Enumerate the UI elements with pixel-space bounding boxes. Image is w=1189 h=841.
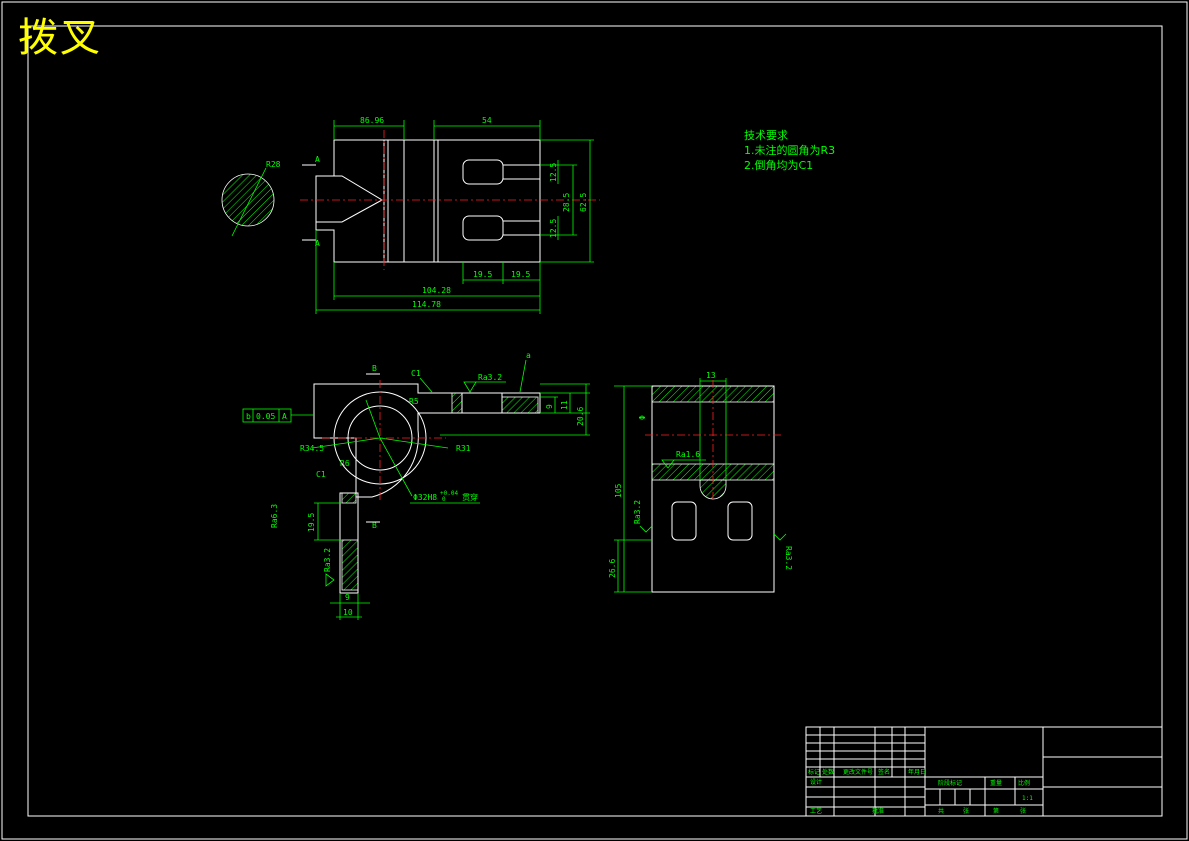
tb-design: 设计 (810, 778, 822, 786)
side-d13: 13 (706, 371, 716, 380)
drawing-frame (27, 25, 1163, 817)
front-r34-5: R34.5 (300, 444, 324, 453)
front-ra6-3: Ra6.3 (270, 504, 279, 528)
side-phi: Φ (638, 415, 647, 420)
side-ra3-2: Ra3.2 (633, 500, 642, 524)
front-bore: Φ32H8 (413, 493, 437, 502)
tb-sign: 签名 (878, 768, 890, 776)
side-ra1-6: Ra1.6 (676, 450, 700, 459)
tb-count: 处数 (822, 768, 834, 776)
front-b2: B (372, 521, 377, 530)
front-d20-6: 20.6 (576, 407, 585, 426)
front-tol2: 0 (442, 496, 446, 503)
front-r6: R6 (340, 459, 350, 468)
dim-54: 54 (482, 116, 492, 125)
tb-scale-val: 1:1 (1022, 795, 1033, 802)
front-tol: +0.04 (440, 490, 458, 497)
tol-symbol: b (246, 412, 251, 421)
tb-weight: 重量 (990, 779, 1002, 787)
tb-stage: 阶段标记 (938, 779, 962, 787)
front-tag-a: a (526, 351, 531, 360)
tb-mark: 标记 (808, 768, 820, 776)
front-ra3-2a: Ra3.2 (478, 373, 502, 382)
front-d10: 10 (343, 608, 353, 617)
tech-heading: 技术要求 (744, 129, 788, 142)
dim-12-5b: 12.5 (549, 219, 558, 238)
dim-86-96: 86.96 (360, 116, 384, 125)
r28-label: R28 (266, 160, 281, 169)
tb-process: 工艺 (810, 807, 822, 815)
tb-change: 更改文件号 (843, 768, 873, 776)
dim-62-5: 62.5 (579, 193, 588, 212)
section-a-bottom: A (315, 239, 320, 248)
tb-approve: 批准 (872, 807, 884, 815)
front-r5: R5 (409, 397, 419, 406)
tb-sheet: 张 (963, 807, 969, 815)
tb-sheet-total: 共 (938, 807, 944, 815)
section-circle (221, 173, 275, 227)
front-d9: 9 (545, 404, 554, 409)
tb-sheet-no2: 张 (1020, 807, 1026, 815)
tb-sheet-no: 第 (993, 807, 999, 815)
front-c1a: C1 (411, 369, 421, 378)
front-r31: R31 (456, 444, 471, 453)
front-d11: 11 (560, 400, 569, 410)
side-d26-6: 26.6 (608, 559, 617, 578)
tol-value: 0.05 (256, 412, 275, 421)
front-through: 贯穿 (462, 492, 478, 502)
title-block: 标记 处数 更改文件号 签名 年月日 设计 阶段标记 重量 比例 1:1 共 张… (805, 726, 1163, 817)
front-b: B (372, 364, 377, 373)
side-ra3-2b: Ra3.2 (784, 546, 793, 570)
front-c1b: C1 (316, 470, 326, 479)
front-view: B B C1 R5 R34.5 R31 C1 R6 Φ32H8 +0.04 0 … (242, 351, 590, 620)
side-d105: 105 (614, 483, 623, 498)
dim-28-5: 28.5 (562, 193, 571, 212)
dim-114-78: 114.78 (412, 300, 441, 309)
dim-104-28: 104.28 (422, 286, 451, 295)
dim-19-5a: 19.5 (473, 270, 492, 279)
front-ra3-2b: Ra3.2 (323, 548, 332, 572)
side-view: 13 Φ Ra1.6 105 26.6 Ra3.2 Ra3.2 (608, 371, 793, 593)
tb-date: 年月日 (908, 768, 926, 776)
technical-requirements: 技术要求 1.未注的圆角为R3 2.倒角均为C1 (744, 128, 835, 173)
front-d19-5: 19.5 (307, 513, 316, 532)
section-a-top: A (315, 155, 320, 164)
tol-ref: A (282, 412, 287, 421)
top-view: R28 A A 86.96 54 (221, 116, 600, 314)
tech-item-1: 1.未注的圆角为R3 (744, 144, 836, 157)
dim-12-5a: 12.5 (549, 163, 558, 182)
tb-scale: 比例 (1018, 779, 1030, 787)
drawing-title: 拨叉 (18, 15, 102, 61)
tech-item-2: 2.倒角均为C1 (744, 159, 814, 172)
dim-19-5b: 19.5 (511, 270, 530, 279)
front-d9b: 9 (345, 593, 350, 602)
